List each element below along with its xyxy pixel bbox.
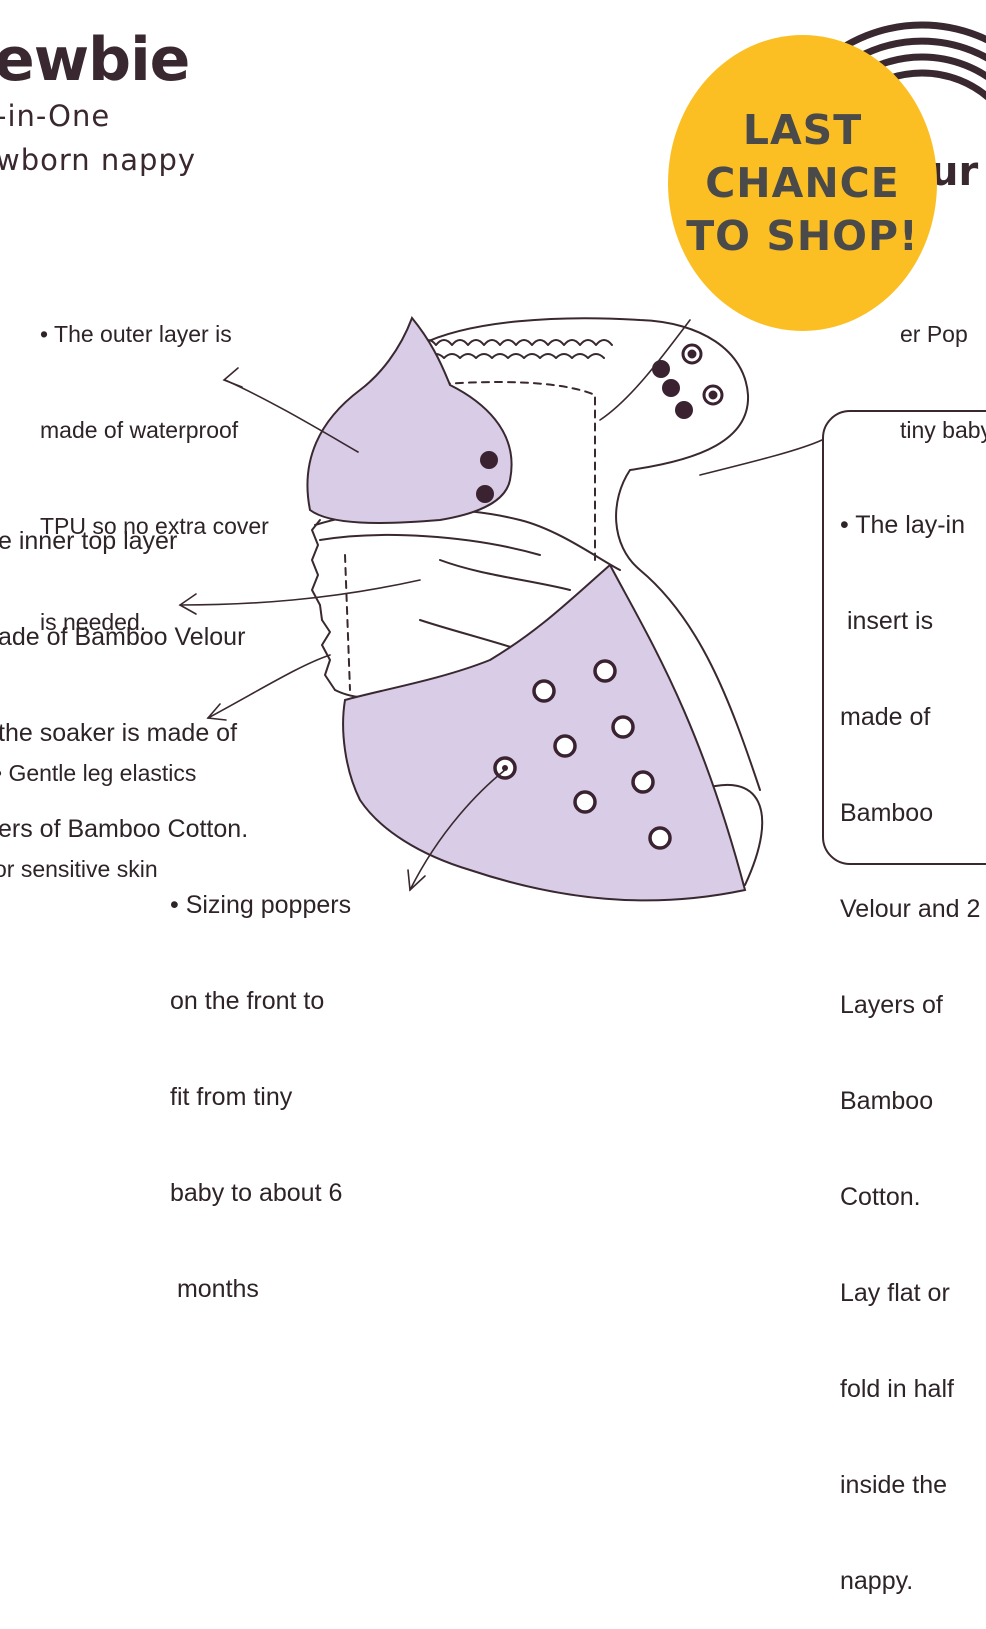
callout-outer-layer: • The outer layer is made of waterproof …	[40, 254, 269, 670]
callout-line: tiny baby	[900, 417, 986, 443]
callout-line: er Pop	[900, 321, 968, 347]
callout-line: months	[170, 1275, 259, 1303]
callout-line: Layers of	[840, 991, 943, 1019]
callout-line: nappy.	[840, 1567, 914, 1595]
callout-line: baby to about 6	[170, 1179, 343, 1207]
callout-line: • Sizing poppers	[170, 891, 352, 919]
callout-insert: • The lay-in insert is made of Bamboo Ve…	[840, 445, 980, 1629]
callout-line: Cotton.	[840, 1183, 921, 1211]
callout-inner-layer: e inner top layer ade of Bamboo Velour t…	[0, 461, 248, 877]
callout-line: made of	[840, 703, 931, 731]
callout-line: • Gentle leg elastics	[0, 760, 197, 786]
badge-line-3: TO SHOP!	[686, 211, 919, 260]
callout-line: is needed.	[40, 609, 147, 635]
page-subtitle-line2: wborn nappy	[0, 143, 197, 177]
callout-line: Bamboo	[840, 799, 934, 827]
callout-line: ade of Bamboo Velour	[0, 623, 246, 651]
nappy-illustration	[178, 316, 823, 902]
callout-line: fold in half	[840, 1375, 954, 1403]
last-chance-badge[interactable]: LAST CHANCE TO SHOP!	[668, 35, 937, 331]
callout-line: the soaker is made of	[0, 719, 238, 747]
callout-line: inside the	[840, 1471, 948, 1499]
callout-line: on the front to	[170, 987, 325, 1015]
callout-sizing-poppers: • Sizing poppers on the front to fit fro…	[170, 825, 351, 1337]
callout-line: fit from tiny	[170, 1083, 293, 1111]
callout-line: insert is	[840, 607, 934, 635]
callout-line: ers of Bamboo Cotton.	[0, 815, 249, 843]
callout-line: • The outer layer is	[40, 321, 232, 347]
page-subtitle-line1: -in-One	[0, 99, 111, 133]
insert-info-box	[822, 410, 986, 865]
callout-line: Velour and 2	[840, 895, 981, 923]
page-title: ewbie	[0, 25, 190, 95]
callout-line: TPU so no extra cover	[40, 513, 269, 539]
callout-waist-poppers: er Pop tiny baby	[900, 254, 986, 478]
callout-line: made of waterproof	[40, 417, 239, 443]
callout-leg-elastics: • Gentle leg elastics or sensitive skin	[0, 693, 196, 917]
callout-line: • The lay-in	[840, 511, 966, 539]
callout-line: e inner top layer	[0, 527, 178, 555]
callout-line: or sensitive skin	[0, 856, 158, 882]
badge-line-1: LAST	[742, 105, 863, 154]
callout-line: Bamboo	[840, 1087, 934, 1115]
badge-line-2: CHANCE	[705, 158, 900, 207]
logo-text: ur	[930, 149, 979, 195]
callout-line: Lay flat or	[840, 1279, 950, 1307]
